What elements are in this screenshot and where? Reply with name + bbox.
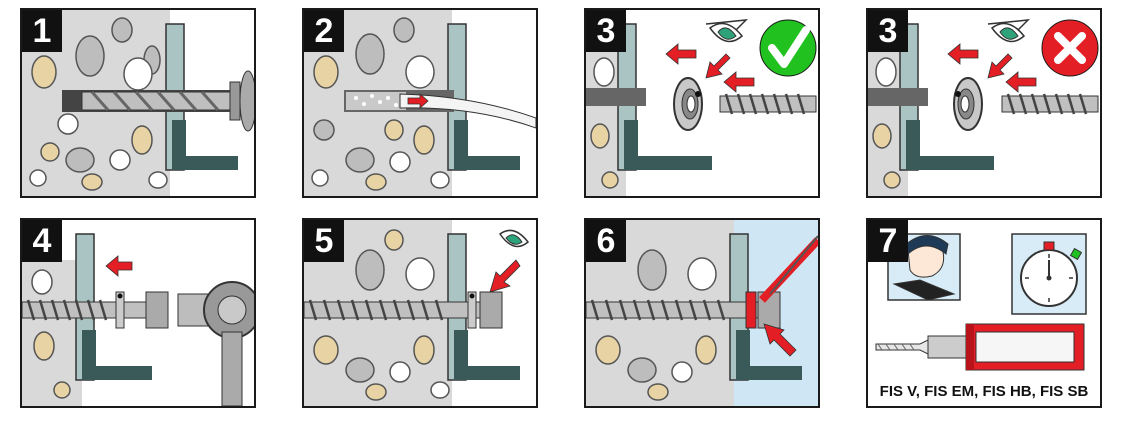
eye-icon (705, 19, 749, 43)
screw-anchor-icon (22, 299, 149, 321)
red-arrow-icon (665, 43, 755, 93)
red-arrow-icon (947, 43, 1037, 93)
concrete-stones (31, 55, 153, 191)
stopwatch-icon (1011, 233, 1087, 315)
product-list-label: FIS V, FIS EM, FIS HB, FIS SB (879, 383, 1089, 400)
washer-icon (673, 77, 703, 131)
drill-hole-illustration (22, 10, 254, 196)
screw-anchor-icon (1001, 93, 1099, 115)
step-3-wrong-panel: 3 (866, 8, 1102, 198)
eye-icon (987, 19, 1031, 43)
step-number: 6 (586, 220, 626, 262)
step-number: 2 (304, 10, 344, 52)
step-number: 3 (868, 10, 908, 52)
washer-orientation-wrong (868, 19, 1099, 196)
step-6-panel: 6 (584, 218, 820, 408)
blow-pump-icon (399, 93, 536, 129)
step-4-panel: 4 (20, 218, 256, 408)
step-1-panel: 1 (20, 8, 256, 198)
ratchet-icon (177, 281, 254, 406)
step-number: 4 (22, 220, 62, 262)
check-icon (759, 19, 817, 77)
step-number: 1 (22, 10, 62, 52)
washer-orientation-correct (586, 19, 817, 196)
install-anchor-illustration (22, 233, 254, 406)
step-number: 5 (304, 220, 344, 262)
inject-mortar-illustration (586, 220, 818, 406)
cure-time-illustration (875, 233, 1087, 371)
nut-icon (479, 291, 503, 329)
nut-icon (145, 291, 169, 329)
drill-icon (81, 70, 254, 132)
step-number: 7 (868, 220, 908, 262)
washer-icon (953, 77, 983, 131)
cartridge-icon (759, 235, 818, 303)
cartridge-icon (875, 323, 1085, 371)
screw-anchor-icon (719, 93, 817, 115)
step-7-panel: 7 FIS V, FIS EM, FIS HB, FIS SB (866, 218, 1102, 408)
washer-icon (115, 291, 125, 329)
step-5-panel: 5 (302, 218, 538, 408)
red-arrow-icon (489, 259, 521, 293)
red-arrow-icon (105, 255, 133, 277)
screw-anchor-icon (304, 299, 481, 321)
step-3-correct-panel: 3 (584, 8, 820, 198)
step-2-panel: 2 (302, 8, 538, 198)
cross-icon (1041, 19, 1099, 77)
eye-icon (498, 229, 530, 248)
screw-anchor-icon (586, 299, 763, 321)
step-number: 3 (586, 10, 626, 52)
red-arrow-icon (763, 323, 797, 357)
red-arrow-icon (407, 93, 429, 109)
washer-icon (467, 291, 477, 329)
